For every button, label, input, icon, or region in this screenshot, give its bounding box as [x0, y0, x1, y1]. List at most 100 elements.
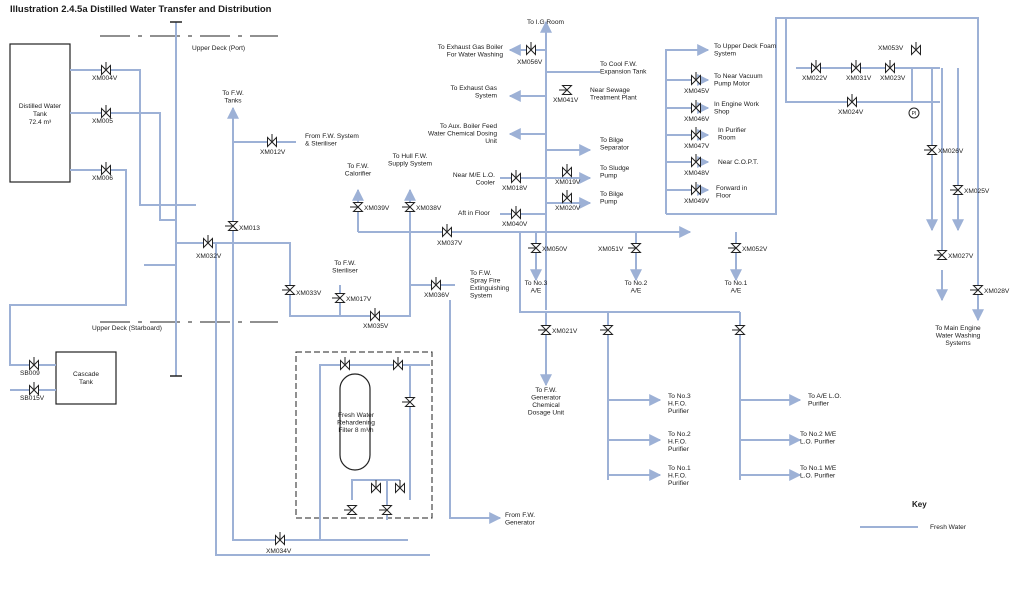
- valve-xm056v: XM056V: [517, 42, 543, 66]
- valve-tag-sb009: SB009: [20, 370, 40, 377]
- label-aft-in-floor: Aft in Floor: [458, 210, 491, 217]
- label-to-f-w-calorifier: To F.W.Calorifier: [345, 163, 372, 178]
- valve-tag-xm019v: XM019V: [555, 179, 581, 186]
- valve-xm012v: XM012V: [260, 134, 286, 156]
- valve-xm049v: XM049V: [684, 182, 710, 205]
- valve-41: [732, 325, 746, 335]
- label-to-cool-f-w-expansion-tank: To Cool F.W.Expansion Tank: [600, 61, 647, 76]
- label-upper-deck-port: Upper Deck (Port): [192, 45, 245, 52]
- valve-tag-xm017v: XM017V: [346, 296, 372, 303]
- valve-tag-xm020v: XM020V: [555, 205, 581, 212]
- valve-xm045v: XM045V: [684, 72, 710, 95]
- key-title: Key: [912, 500, 927, 509]
- valve-tag-xm033v: XM033V: [296, 290, 322, 297]
- valve-tag-xm051v: XM051V: [598, 246, 624, 253]
- pi-label: PI: [912, 111, 917, 117]
- cascade-label-2: Tank: [79, 379, 94, 386]
- valve-tag-xm046v: XM046V: [684, 116, 710, 123]
- valve-xm022v: XM022V: [802, 60, 828, 82]
- valve-xm051v: XM051V: [598, 243, 642, 253]
- pipework: [9, 17, 984, 556]
- valve-xm020v: XM020V: [555, 190, 581, 212]
- label-from-f-w-generator: From F.W.Generator: [505, 512, 535, 527]
- valve-tag-xm012v: XM012V: [260, 149, 286, 156]
- valve-xm023v: XM023V: [880, 60, 906, 82]
- valve-xm021v: XM021V: [538, 325, 578, 335]
- key-fresh-water: Fresh Water: [930, 524, 967, 531]
- valve-44: [402, 397, 416, 407]
- valve-xm004v: XM004V: [92, 62, 118, 82]
- valve-xm017v: XM017V: [332, 293, 372, 303]
- valve-tag-xm027v: XM027V: [948, 253, 974, 260]
- pressure-indicator: [908, 107, 920, 119]
- valve-40: [600, 325, 614, 335]
- valve-43: [379, 505, 393, 515]
- cascade-label-1: Cascade: [73, 371, 99, 378]
- deck-lines: [100, 21, 278, 377]
- valve-xm028v: XM028V: [970, 285, 1010, 295]
- valve-46: [393, 357, 403, 371]
- valve-45: [340, 357, 350, 371]
- valve-xm035v: XM035V: [363, 308, 389, 330]
- valve-tag-xm035v: XM035V: [363, 323, 389, 330]
- valve-xm027v: XM027V: [934, 250, 974, 260]
- label-near-c-o-p-t: Near C.O.P.T.: [718, 159, 758, 166]
- valve-xm034v: XM034V: [266, 532, 292, 555]
- label-upper-deck-starboard: Upper Deck (Starboard): [92, 325, 162, 332]
- valve-tag-xm013: XM013: [239, 225, 260, 232]
- valve-tag-xm026v: XM026V: [938, 148, 964, 155]
- valve-xm052v: XM052V: [728, 243, 768, 253]
- valve-tag-xm041v: XM041V: [553, 97, 579, 104]
- valve-xm036v: XM036V: [424, 277, 450, 299]
- valve-xm032v: XM032V: [196, 235, 222, 260]
- valve-xm048v: XM048V: [684, 154, 710, 177]
- distilled-water-tank: [9, 43, 71, 183]
- valve-xm040v: XM040V: [502, 206, 528, 228]
- valve-tag-xm047v: XM047V: [684, 143, 710, 150]
- diagram-title: Illustration 2.4.5a Distilled Water Tran…: [10, 4, 272, 15]
- labels: Upper Deck (Port) Upper Deck (Starboard) T…: [92, 19, 981, 527]
- valve-tag-xm006: XM006: [92, 175, 113, 182]
- valve-tag-xm038v: XM038V: [416, 205, 442, 212]
- valves: XM004VXM005XM006SB009SB015VXM012VXM013XM…: [20, 42, 1010, 555]
- valve-tag-xm023v: XM023V: [880, 75, 906, 82]
- valve-tag-xm022v: XM022V: [802, 75, 828, 82]
- valve-tag-xm050v: XM050V: [542, 246, 568, 253]
- label-to-hull-f-w-supply-system: To Hull F.W.Supply System: [388, 153, 432, 168]
- valve-tag-xm056v: XM056V: [517, 59, 543, 66]
- valve-xm006: XM006: [92, 162, 113, 182]
- valve-xm041v: XM041V: [553, 85, 579, 104]
- valve-tag-xm024v: XM024V: [838, 109, 864, 116]
- valve-xm050v: XM050V: [528, 243, 568, 253]
- valve-tag-xm040v: XM040V: [502, 221, 528, 228]
- valve-xm053v: XM053V: [878, 42, 921, 56]
- valve-tag-xm048v: XM048V: [684, 170, 710, 177]
- valve-xm026v: XM026V: [924, 145, 964, 155]
- rehardening-filter: [339, 373, 371, 471]
- valve-xm033v: XM033V: [282, 285, 322, 297]
- label-from-f-w-system-steriliser: From F.W. System& Steriliser: [305, 133, 359, 148]
- filter-unit-box: [295, 351, 433, 519]
- valve-xm039v: XM039V: [350, 202, 390, 212]
- valve-tag-xm025v: XM025V: [964, 188, 990, 195]
- valve-42: [344, 505, 358, 515]
- valve-tag-xm032v: XM032V: [196, 253, 222, 260]
- valve-tag-xm037v: XM037V: [437, 240, 463, 247]
